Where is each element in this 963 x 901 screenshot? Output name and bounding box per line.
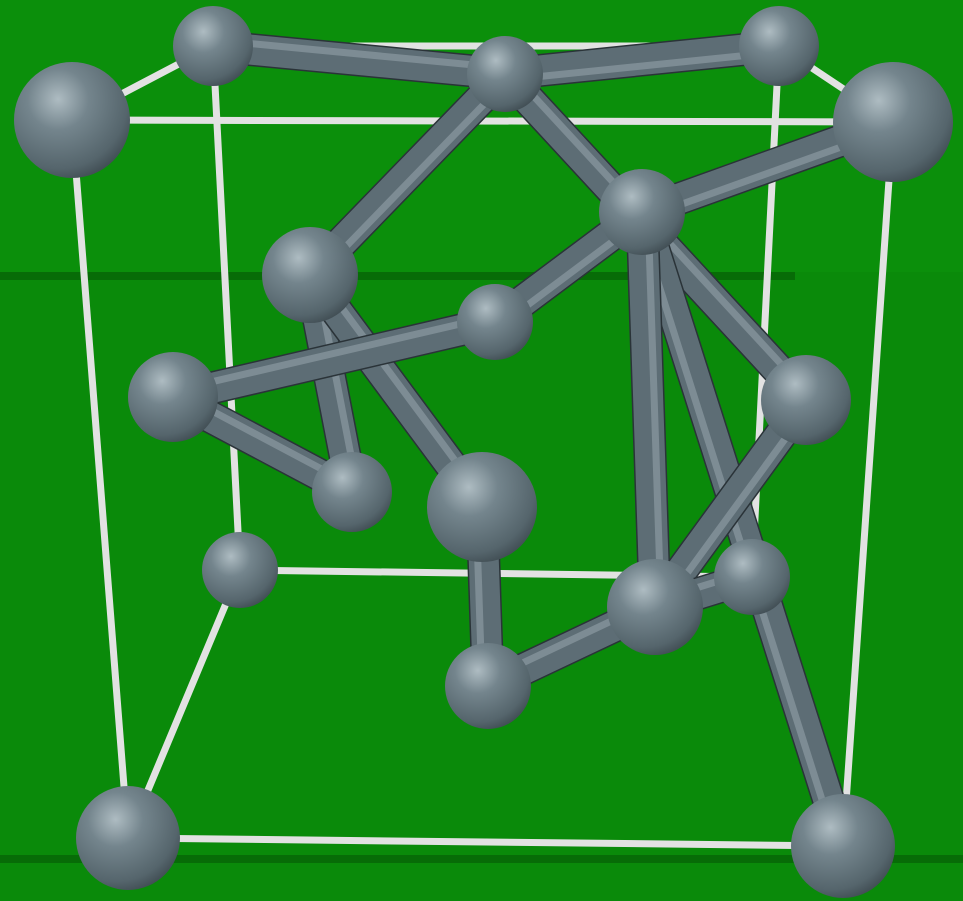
atom-a3 (173, 6, 253, 86)
bond (213, 46, 505, 74)
atom-a1 (14, 62, 130, 178)
atom-a18 (714, 539, 790, 615)
atom-a5 (76, 786, 180, 890)
atom-a6 (791, 794, 895, 898)
cell-edge (843, 122, 893, 846)
atom-a11 (312, 452, 392, 532)
atom-a8 (262, 227, 358, 323)
cell-edge (72, 120, 128, 838)
cell-edge (213, 46, 240, 570)
atom-a10 (457, 284, 533, 360)
atom-a16 (427, 452, 537, 562)
bond (505, 46, 779, 74)
atom-a12 (599, 169, 685, 255)
atom-a17 (202, 532, 278, 608)
atom-a9 (128, 352, 218, 442)
atom-a15 (607, 559, 703, 655)
atom-a2 (833, 62, 953, 182)
atom-a7 (467, 36, 543, 112)
atom-a4 (739, 6, 819, 86)
atom-a13 (761, 355, 851, 445)
bonds-layer (172, 40, 895, 848)
cell-edge (128, 838, 843, 846)
atom-a14 (445, 643, 531, 729)
cell-edge (752, 46, 779, 577)
